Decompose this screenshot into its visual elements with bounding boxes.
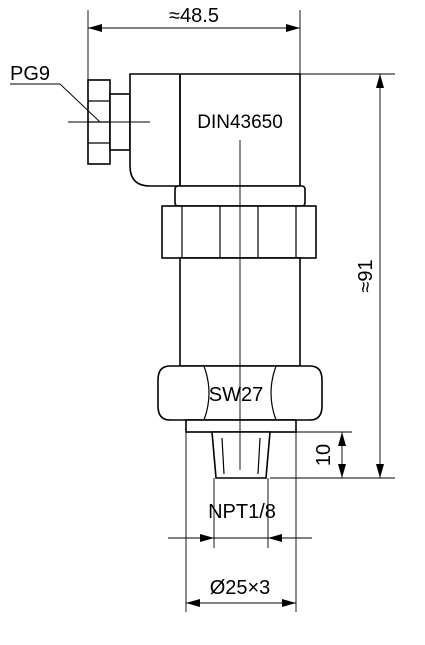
dim-height [270,73,395,479]
thread-outline [211,431,271,479]
label-diameter: Ø25×3 [210,577,271,599]
bottom-flange [185,419,297,433]
label-cable-gland: PG9 [10,63,50,85]
ring-outline [161,205,317,259]
dim-thread-length [296,431,352,478]
knurled-ring [161,205,317,259]
label-connector: DIN43650 [197,112,283,133]
label-thread: NPT1/8 [208,501,276,523]
pg9-leader [10,83,101,123]
dim-width-top [87,10,301,80]
dim-thread [168,478,312,548]
label-wrench-size: SW27 [209,384,263,406]
label-width-top: ≈48.5 [169,5,219,27]
dim-diameter [185,432,297,612]
connector-housing [129,73,301,187]
label-height: ≈91 [355,259,377,292]
label-thread-length: 10 [313,444,335,466]
connector-head [68,73,301,187]
thread-stub [211,431,271,479]
